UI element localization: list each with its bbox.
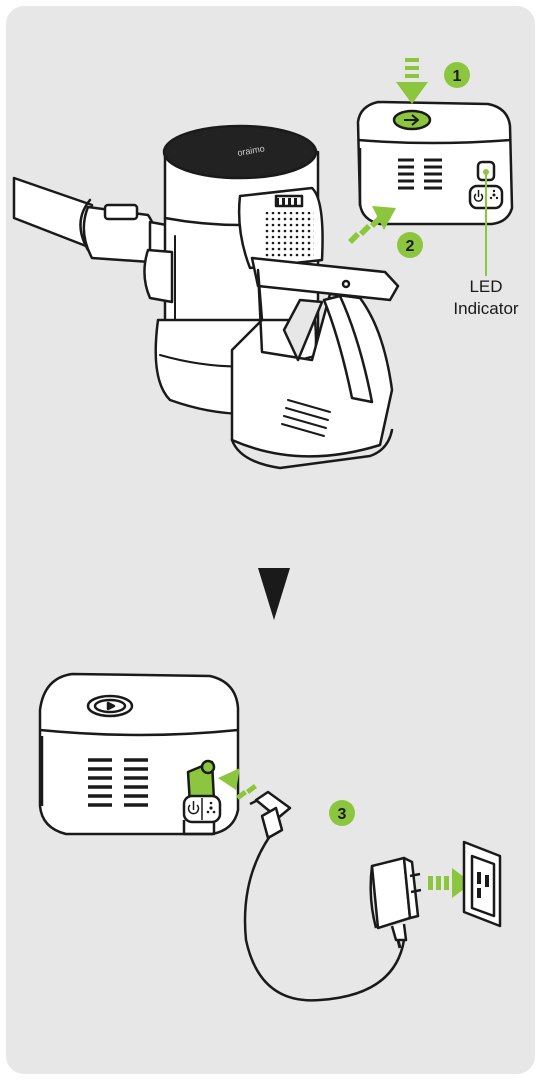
led-label-line2: Indicator (453, 299, 519, 318)
step1-arrow (396, 58, 428, 104)
arrow-down-icon (258, 568, 290, 620)
plug-icon (371, 858, 421, 940)
step-badge-3: 3 (329, 800, 355, 826)
battery-pack-charging (40, 674, 238, 834)
vacuum-illustration: oraimo (14, 126, 398, 468)
svg-text:2: 2 (406, 238, 415, 255)
led-label-line1: LED (469, 277, 502, 296)
battery-pack-top (358, 102, 512, 224)
step-badge-2: 2 (397, 232, 423, 258)
svg-text:1: 1 (453, 68, 462, 85)
wall-outlet-icon (464, 842, 500, 926)
svg-text:3: 3 (338, 806, 347, 823)
step-badge-1: 1 (444, 62, 470, 88)
charger-plug (250, 792, 290, 838)
